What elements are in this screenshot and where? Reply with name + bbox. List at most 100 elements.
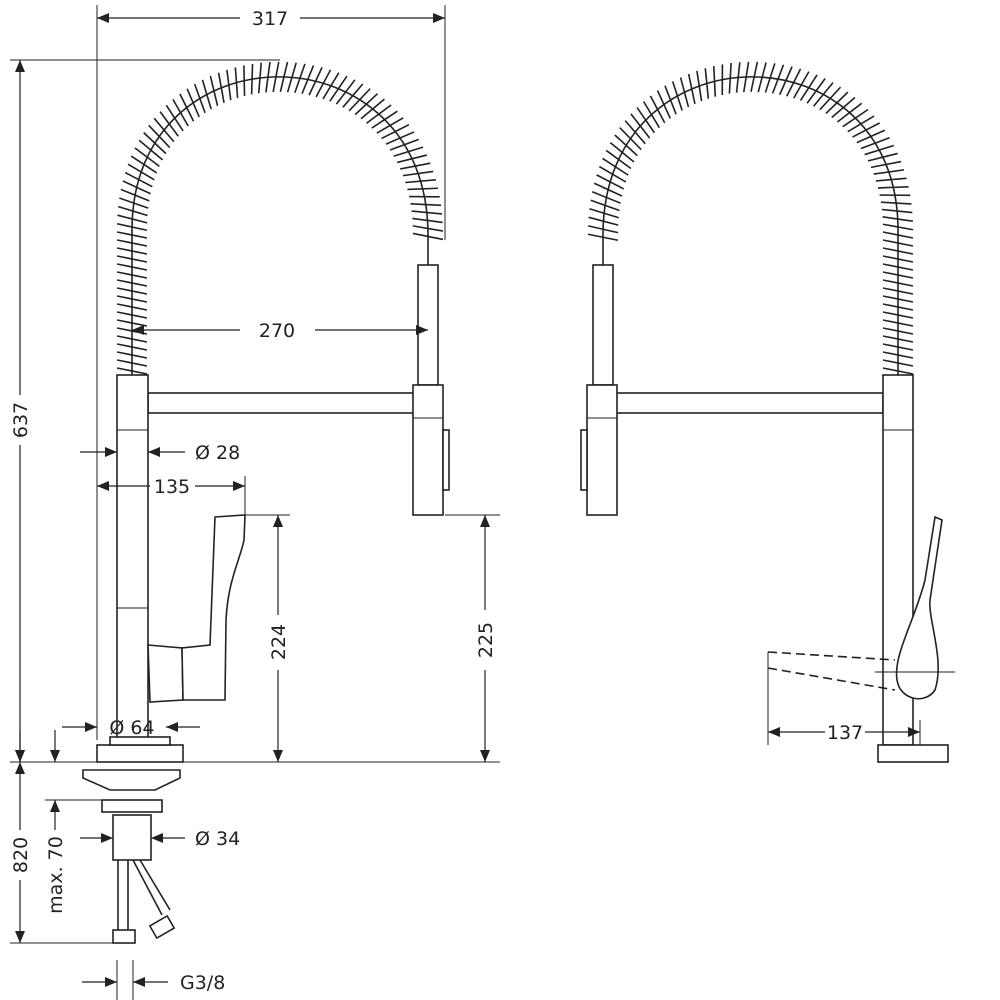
coil-loop <box>159 111 179 137</box>
coil-loop <box>609 141 635 163</box>
coil-loop <box>778 66 793 95</box>
coil-loop <box>656 90 672 119</box>
coil-loop <box>407 187 438 191</box>
coil-loop <box>882 263 914 271</box>
coil-loop <box>411 210 443 215</box>
coil-loop <box>882 351 914 359</box>
coil-loop <box>116 311 148 319</box>
coil-loop <box>806 78 826 104</box>
coil-loop <box>348 88 371 112</box>
coil-loop <box>664 85 677 115</box>
coil-loop <box>877 186 909 189</box>
coil-loop <box>870 160 902 169</box>
spring-coil <box>116 61 444 375</box>
dim-handle-offset: 135 <box>154 476 190 498</box>
coil-loop <box>393 146 424 157</box>
coil-loop <box>234 67 239 98</box>
coil-loop <box>193 83 206 114</box>
coil-loop <box>371 110 398 129</box>
coil-loop <box>410 203 442 207</box>
coil-loop <box>118 205 148 217</box>
coil-loop <box>385 131 415 145</box>
coil-loop <box>696 70 703 102</box>
coil-loop <box>882 343 914 351</box>
coil-loop <box>605 149 632 170</box>
coil-loop <box>649 95 666 124</box>
coil-loop <box>116 287 148 295</box>
coil-loop <box>881 208 913 214</box>
coil-loop <box>882 311 914 319</box>
coil-loop <box>591 190 621 204</box>
coil-loop <box>148 124 171 149</box>
coil-loop <box>819 86 842 111</box>
coil-loop <box>279 61 289 93</box>
coil-loop <box>335 79 356 105</box>
coil-loop <box>186 88 200 118</box>
coil-loop <box>396 154 428 164</box>
coil-loop <box>116 255 148 263</box>
coil-loop <box>750 61 759 93</box>
coil-loop <box>713 66 717 97</box>
dim-lever-swing: 137 <box>827 722 863 744</box>
dim-overall-height: 637 <box>10 402 32 438</box>
coil-loop <box>116 351 148 359</box>
coil-loop <box>130 155 158 174</box>
dim-spout-clearance: 225 <box>475 622 497 658</box>
coil-loop <box>614 134 638 157</box>
coil-loop <box>636 107 656 134</box>
coil-loop <box>882 216 913 222</box>
coil-loop <box>272 61 280 93</box>
coil-loop <box>847 115 875 133</box>
coil-loop <box>630 113 651 139</box>
coil-loop <box>342 83 364 108</box>
dim-overall-width: 317 <box>252 8 288 30</box>
coil-loop <box>624 120 646 145</box>
coil-loop <box>116 303 148 311</box>
coil-loop <box>882 319 914 327</box>
coil-loop <box>116 271 148 279</box>
coil-loop <box>598 165 627 183</box>
coil-loop <box>116 335 148 343</box>
dim-shank-diameter: Ø 34 <box>195 828 240 850</box>
coil-loop <box>366 104 392 124</box>
coil-loop <box>360 98 385 120</box>
coil-loop <box>116 367 148 375</box>
dim-worktop-depth: 820 <box>10 837 32 873</box>
coil-loop <box>882 327 914 335</box>
coil-loop <box>587 233 619 242</box>
dimension-lines <box>15 13 920 987</box>
coil-loop <box>825 91 849 115</box>
coil-loop <box>882 295 914 303</box>
coil-loop <box>412 217 443 224</box>
coil-loop <box>119 197 149 209</box>
coil-loop <box>852 122 881 138</box>
coil-loop <box>322 72 340 100</box>
coil-loop <box>165 104 184 132</box>
coil-loop <box>882 231 914 239</box>
coil-loop <box>786 68 802 97</box>
coil-loop <box>882 223 914 231</box>
coil-loop <box>405 179 436 184</box>
coil-loop <box>116 359 148 367</box>
coil-loop <box>329 75 348 102</box>
coil-loop <box>590 199 620 212</box>
coil-loop <box>116 222 148 232</box>
coil-loop <box>243 65 246 96</box>
coil-loop <box>882 279 914 287</box>
coil-loop <box>596 174 625 190</box>
dim-base-diameter: Ø 64 <box>109 717 154 739</box>
coil-loop <box>250 63 254 95</box>
coil-loop <box>882 247 914 255</box>
coil-loop <box>116 279 148 287</box>
coil-loop <box>860 136 890 150</box>
spring-coil <box>587 61 914 375</box>
coil-loop <box>179 93 195 122</box>
coil-loop <box>619 127 642 151</box>
coil-loop <box>792 71 810 99</box>
coil-loop <box>301 65 315 95</box>
coil-loop <box>602 157 629 176</box>
coil-loop <box>308 67 323 96</box>
coil-loop <box>764 63 776 93</box>
coil-loop <box>593 182 623 197</box>
coil-loop <box>735 62 741 93</box>
